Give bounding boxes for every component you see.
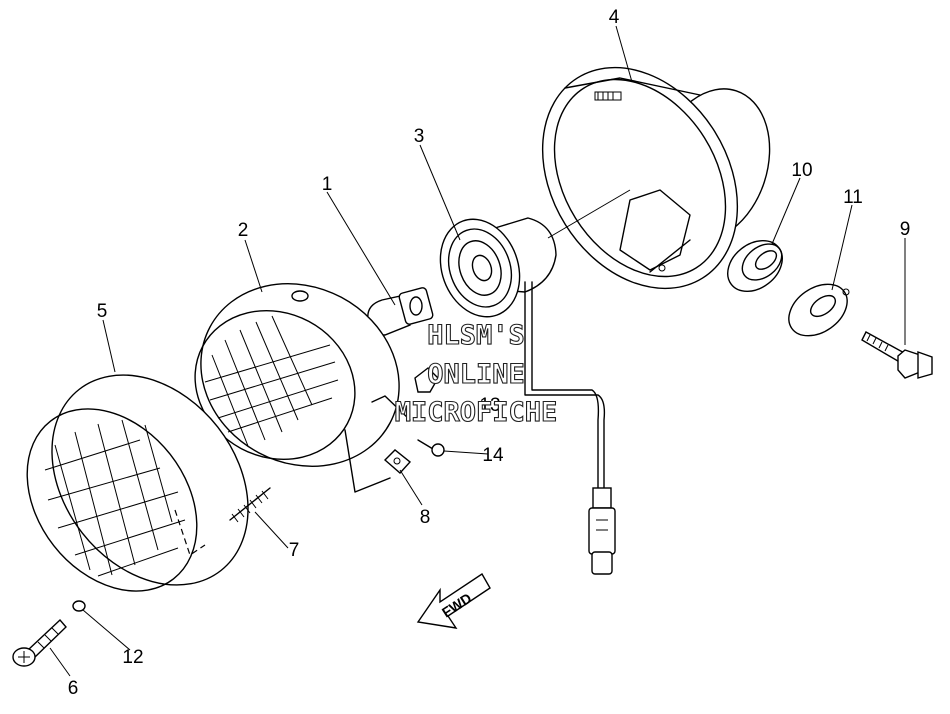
callout-9: 9 (900, 219, 911, 240)
washer-part-12 (72, 600, 86, 612)
callout-13: 13 (479, 395, 500, 416)
callout-14: 14 (482, 445, 504, 466)
callout-2: 2 (238, 220, 249, 241)
adjusting-spring (229, 487, 271, 523)
callout-1: 1 (322, 174, 333, 195)
bulb (367, 287, 434, 336)
callout-12: 12 (122, 647, 143, 668)
callout-3: 3 (414, 126, 425, 147)
bolt-part-9 (861, 331, 933, 379)
callout-8: 8 (420, 507, 431, 528)
grommet-part-10 (727, 239, 783, 293)
callout-10: 10 (791, 160, 812, 181)
leader-lines (49, 25, 906, 677)
headlight-rim (26, 374, 249, 592)
screw-part-14 (417, 439, 445, 457)
callout-5: 5 (97, 301, 108, 322)
watermark-line-2: ONLINE (427, 359, 525, 390)
headlight-unit (194, 283, 400, 467)
callout-4: 4 (609, 7, 620, 28)
screw-part-6 (12, 618, 67, 667)
bracket-part-8 (344, 429, 412, 493)
callout-6: 6 (68, 678, 79, 699)
callout-7: 7 (289, 540, 300, 561)
watermark-line-3: MICROFICHE (395, 397, 558, 428)
fwd-arrow: FWD (416, 573, 491, 629)
headlight-housing (541, 66, 771, 290)
watermark-line-1: HLSM'S (427, 320, 525, 351)
plate-part-11 (788, 283, 850, 337)
clip-part-13 (371, 367, 439, 421)
wire-harness (524, 281, 616, 575)
callout-11: 11 (843, 187, 863, 208)
watermark: HLSM'S ONLINE MICROFICHE (394, 319, 558, 428)
bulb-socket (439, 217, 557, 318)
